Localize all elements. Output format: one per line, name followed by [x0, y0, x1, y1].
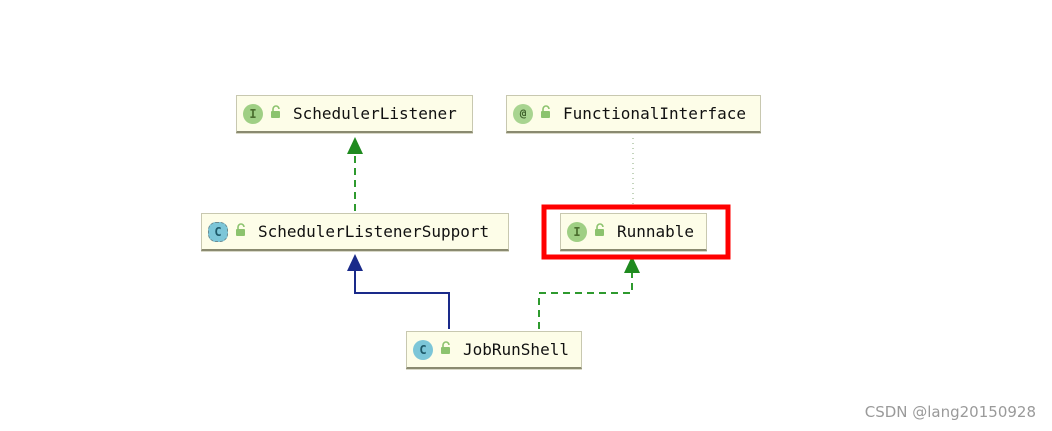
node-job-run-shell[interactable]: C JobRunShell: [406, 331, 582, 369]
implements-arrowhead-runnable: [624, 256, 640, 273]
extends-edge: [354, 270, 450, 329]
node-scheduler-listener-support[interactable]: C SchedulerListenerSupport: [201, 213, 509, 251]
open-lock-icon: [593, 222, 607, 241]
open-lock-icon: [439, 340, 453, 359]
highlight-box: [541, 204, 731, 260]
node-label: SchedulerListenerSupport: [258, 222, 490, 241]
node-label: Runnable: [617, 222, 695, 241]
node-label: FunctionalInterface: [563, 104, 747, 123]
implements-edge-runnable: [538, 273, 633, 329]
node-functional-interface[interactable]: @ FunctionalInterface: [506, 95, 761, 133]
node-scheduler-listener[interactable]: I SchedulerListener: [236, 95, 473, 133]
node-label: SchedulerListener: [293, 104, 457, 123]
open-lock-icon: [234, 222, 248, 241]
node-runnable[interactable]: I Runnable: [560, 213, 707, 251]
annotation-icon: @: [513, 103, 533, 124]
watermark: CSDN @lang20150928: [864, 403, 1036, 421]
open-lock-icon: [269, 104, 283, 123]
open-lock-icon: [539, 104, 553, 123]
extends-arrowhead: [347, 254, 363, 271]
implements-arrowhead-scheduler-listener: [347, 137, 363, 154]
node-label: JobRunShell: [463, 340, 569, 359]
abstract-class-icon: C: [208, 221, 228, 242]
interface-icon: I: [567, 221, 587, 242]
class-icon: C: [413, 339, 433, 360]
interface-icon: I: [243, 103, 263, 124]
